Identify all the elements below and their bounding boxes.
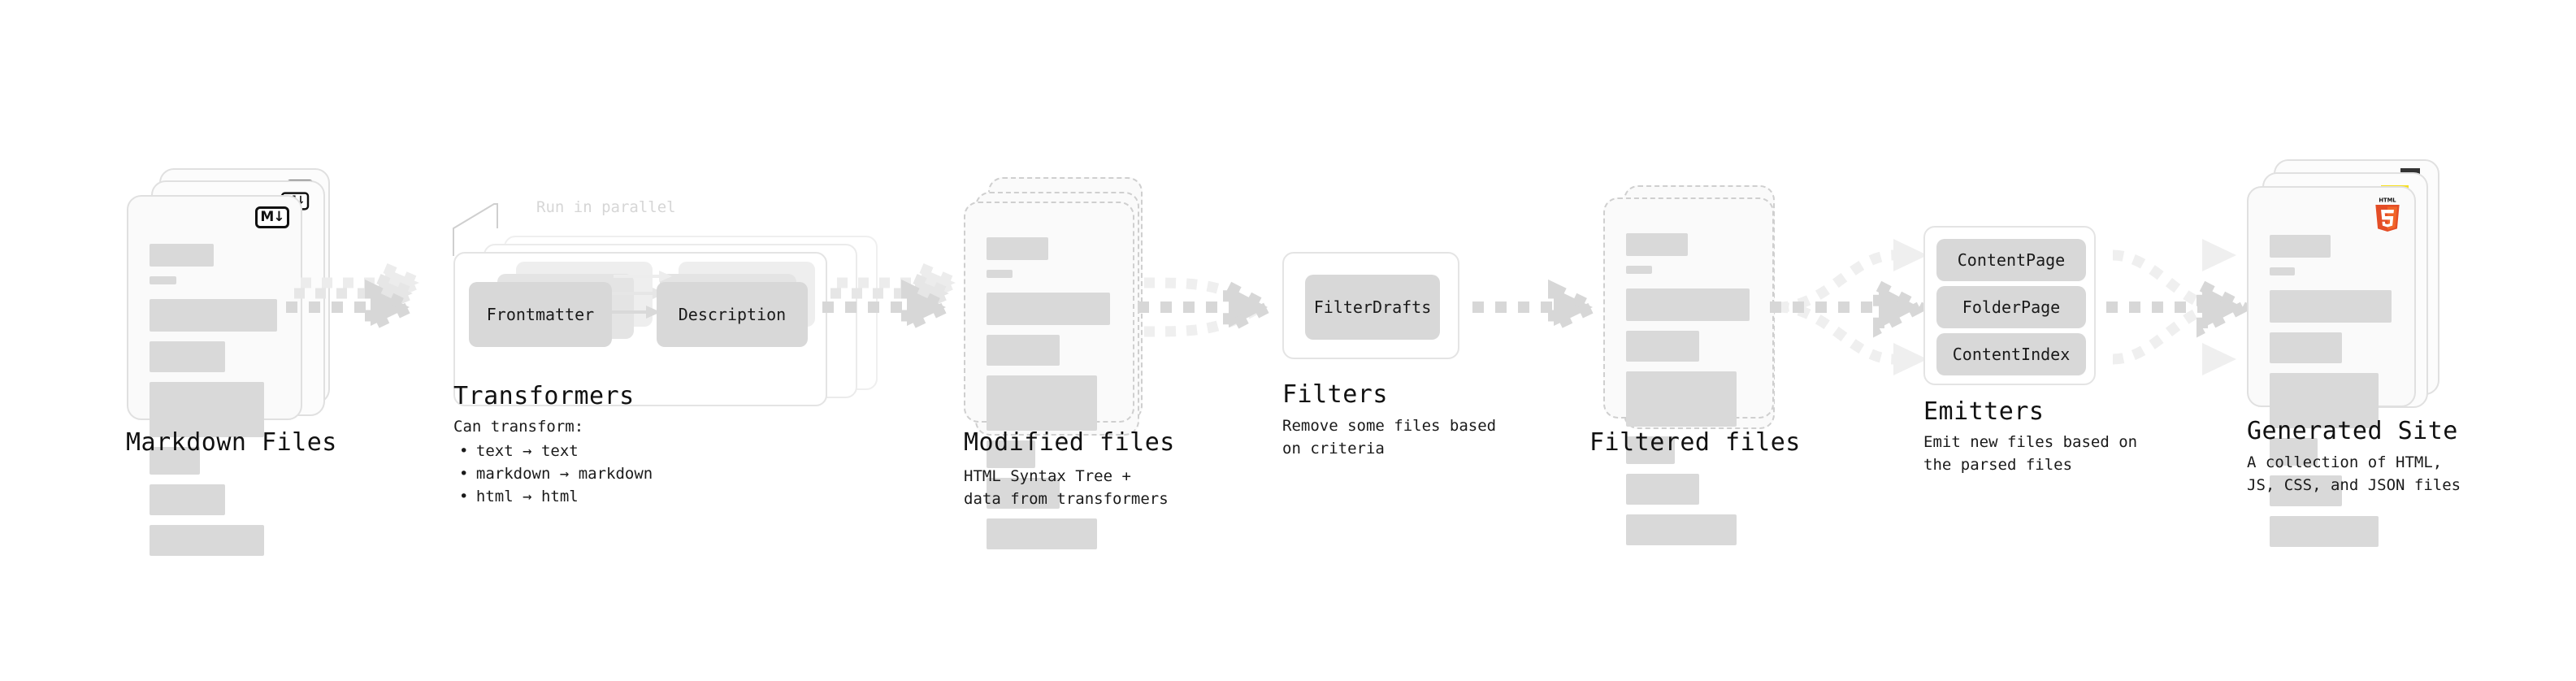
skeleton-bar xyxy=(2270,373,2379,428)
file-skeleton xyxy=(1626,233,1754,555)
chip-filterdrafts[interactable]: FilterDrafts xyxy=(1305,275,1440,340)
skeleton-bar xyxy=(2270,438,2318,466)
file-skeleton xyxy=(150,244,283,566)
chip-contentindex[interactable]: ContentIndex xyxy=(1936,333,2086,375)
bullet-item: •markdown → markdown xyxy=(459,465,653,484)
bullet-item: •text → text xyxy=(459,442,579,460)
skeleton-bar xyxy=(2270,475,2342,506)
arrow-filtered-to-emitters xyxy=(1770,239,1932,375)
run-in-parallel-label: Run in parallel xyxy=(536,198,676,216)
emitters-group: ContentPage FolderPage ContentIndex xyxy=(1923,226,2096,385)
skeleton-bar xyxy=(1626,288,1750,321)
bullet-text: html → html xyxy=(475,488,579,506)
chip-folderpage[interactable]: FolderPage xyxy=(1936,286,2086,328)
run-in-parallel-bracket xyxy=(453,203,498,256)
skeleton-bar xyxy=(987,293,1110,325)
skeleton-bar xyxy=(987,478,1060,509)
markdown-icon: M↓ xyxy=(255,206,289,228)
skeleton-bar xyxy=(1626,436,1676,464)
markdown-file-card: M↓ xyxy=(127,195,302,556)
bullet-item: •html → html xyxy=(459,488,579,506)
generated-site-label: Generated Site xyxy=(2247,417,2458,445)
skeleton-bar xyxy=(1626,514,1737,545)
transformers-desc-heading: Can transform: xyxy=(453,418,584,436)
arrow-modified-to-filters xyxy=(1138,277,1281,337)
filtered-file-card xyxy=(1603,197,1774,545)
generated-site-card: HTML xyxy=(2247,186,2416,547)
filtered-files-label: Filtered files xyxy=(1589,428,1801,457)
skeleton-bar xyxy=(2270,290,2392,323)
skeleton-bar xyxy=(1626,331,1700,362)
chip-contentpage[interactable]: ContentPage xyxy=(1936,239,2086,281)
skeleton-bar xyxy=(150,447,201,475)
skeleton-bar xyxy=(1626,233,1688,256)
chip-description[interactable]: Description xyxy=(657,282,808,347)
filters-desc: Remove some files based on criteria xyxy=(1282,417,1497,458)
file-skeleton xyxy=(987,237,1115,559)
skeleton-bar xyxy=(150,525,265,556)
transformers-bullets: •text → text •markdown → markdown •html … xyxy=(459,440,653,508)
arrow-filters-to-filtered xyxy=(1472,279,1607,336)
emitters-desc: Emit new files based on the parsed files xyxy=(1923,433,2138,474)
skeleton-bar xyxy=(150,244,214,267)
svg-text:HTML: HTML xyxy=(2379,197,2396,203)
file-skeleton xyxy=(2270,235,2396,557)
skeleton-bar xyxy=(150,299,278,332)
skeleton-bar xyxy=(987,440,1036,468)
generated-site-desc: A collection of HTML, JS, CSS, and JSON … xyxy=(2247,453,2461,494)
skeleton-bar xyxy=(1626,474,1700,505)
skeleton-bar xyxy=(987,270,1013,278)
bullet-text: text → text xyxy=(475,442,579,460)
skeleton-bar xyxy=(2270,235,2331,258)
modified-files-label: Modified files xyxy=(964,428,1175,457)
skeleton-bar xyxy=(150,341,226,372)
skeleton-bar xyxy=(987,237,1048,260)
emitters-label: Emitters xyxy=(1923,397,2045,426)
chip-frontmatter[interactable]: Frontmatter xyxy=(469,282,612,347)
filters-group: FilterDrafts xyxy=(1282,252,1459,359)
arrow-transformers-to-modified xyxy=(822,260,969,336)
bullet-text: markdown → markdown xyxy=(475,465,653,484)
skeleton-bar xyxy=(2270,516,2379,547)
skeleton-bar xyxy=(2270,332,2342,363)
modified-files-desc: HTML Syntax Tree + data from transformer… xyxy=(964,467,1169,508)
skeleton-bar xyxy=(1626,266,1652,274)
skeleton-bar xyxy=(987,335,1060,366)
transformers-label: Transformers xyxy=(453,382,635,410)
arrow-markdown-to-transformers xyxy=(286,260,433,336)
skeleton-bar xyxy=(987,518,1097,549)
skeleton-bar xyxy=(150,276,176,284)
arrow-emitters-to-site xyxy=(2106,239,2256,375)
html5-icon: HTML xyxy=(2375,197,2400,232)
skeleton-bar xyxy=(987,375,1097,431)
skeleton-bar xyxy=(1626,371,1737,427)
skeleton-bar xyxy=(150,382,265,437)
filters-label: Filters xyxy=(1282,380,1388,409)
modified-file-card xyxy=(964,202,1134,549)
skeleton-bar xyxy=(2270,267,2296,275)
markdown-files-label: Markdown Files xyxy=(126,428,337,457)
skeleton-bar xyxy=(150,484,226,515)
